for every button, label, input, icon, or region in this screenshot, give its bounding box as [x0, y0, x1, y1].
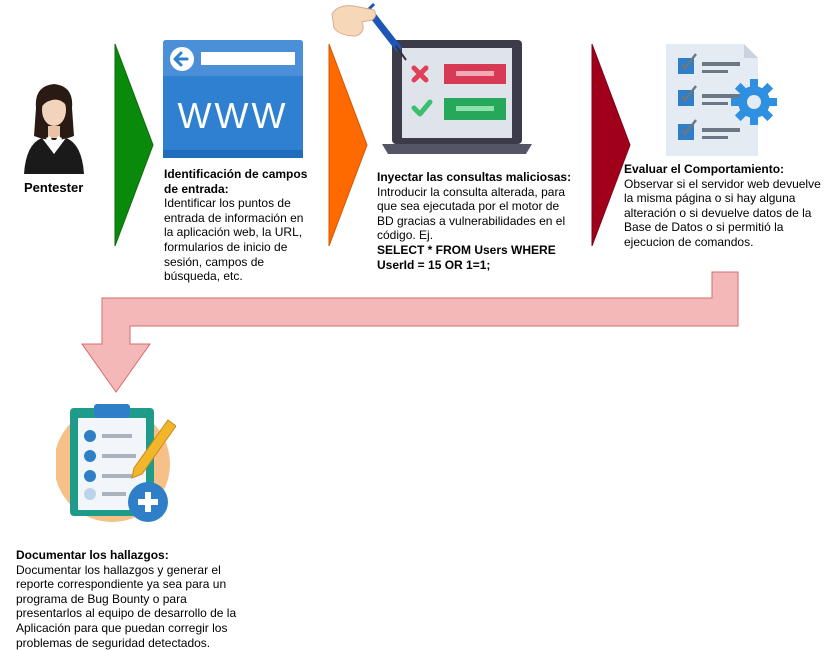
- step-2-body: Introducir la consulta alterada, para qu…: [377, 184, 566, 243]
- step-4-body: Documentar los hallazgos y generar el re…: [16, 562, 237, 650]
- x-mark-icon: [411, 65, 429, 83]
- report-clipboard-icon: [56, 402, 176, 526]
- step-4-text: Documentar los hallazgos: Documentar los…: [16, 548, 246, 650]
- step-3-title: Evaluar el Comportamiento:: [624, 162, 785, 176]
- flow-arrow-2: [327, 42, 369, 248]
- plus-badge-icon: [128, 482, 168, 522]
- pentester-label: Pentester: [24, 180, 84, 195]
- step-3-body: Observar si el servidor web devuelve la …: [624, 176, 821, 249]
- check-mark-icon: [411, 99, 433, 117]
- checklist-gear-icon: [666, 44, 784, 160]
- step-1-text: Identificación de campos de entrada: Ide…: [164, 167, 314, 284]
- step-1-body: Identificar los puntos de entrada de inf…: [164, 196, 304, 284]
- hand-icon: [331, 5, 377, 37]
- step-2-code: SELECT * FROM Users WHERE UserId = 15 OR…: [377, 242, 556, 272]
- step-1-title: Identificación de campos de entrada:: [164, 167, 308, 196]
- laptop-injection-icon: [330, 2, 560, 162]
- checklist-lines: [84, 430, 136, 500]
- pencil-icon: [131, 419, 176, 479]
- pentester-avatar: [18, 78, 90, 174]
- step-4-title: Documentar los hallazgos:: [16, 548, 169, 562]
- return-arrow: [70, 270, 742, 396]
- step-2-text: Inyectar las consultas maliciosas: Intro…: [377, 170, 573, 272]
- woman-avatar-icon: [24, 84, 84, 174]
- step-3-text: Evaluar el Comportamiento: Observar si e…: [624, 162, 824, 250]
- www-text: WWW: [178, 95, 289, 136]
- gear-icon: [731, 79, 777, 125]
- flow-arrow-1: [113, 42, 155, 248]
- browser-icon: WWW: [163, 40, 303, 158]
- step-2-title: Inyectar las consultas maliciosas:: [377, 170, 572, 184]
- flow-arrow-3: [590, 42, 632, 248]
